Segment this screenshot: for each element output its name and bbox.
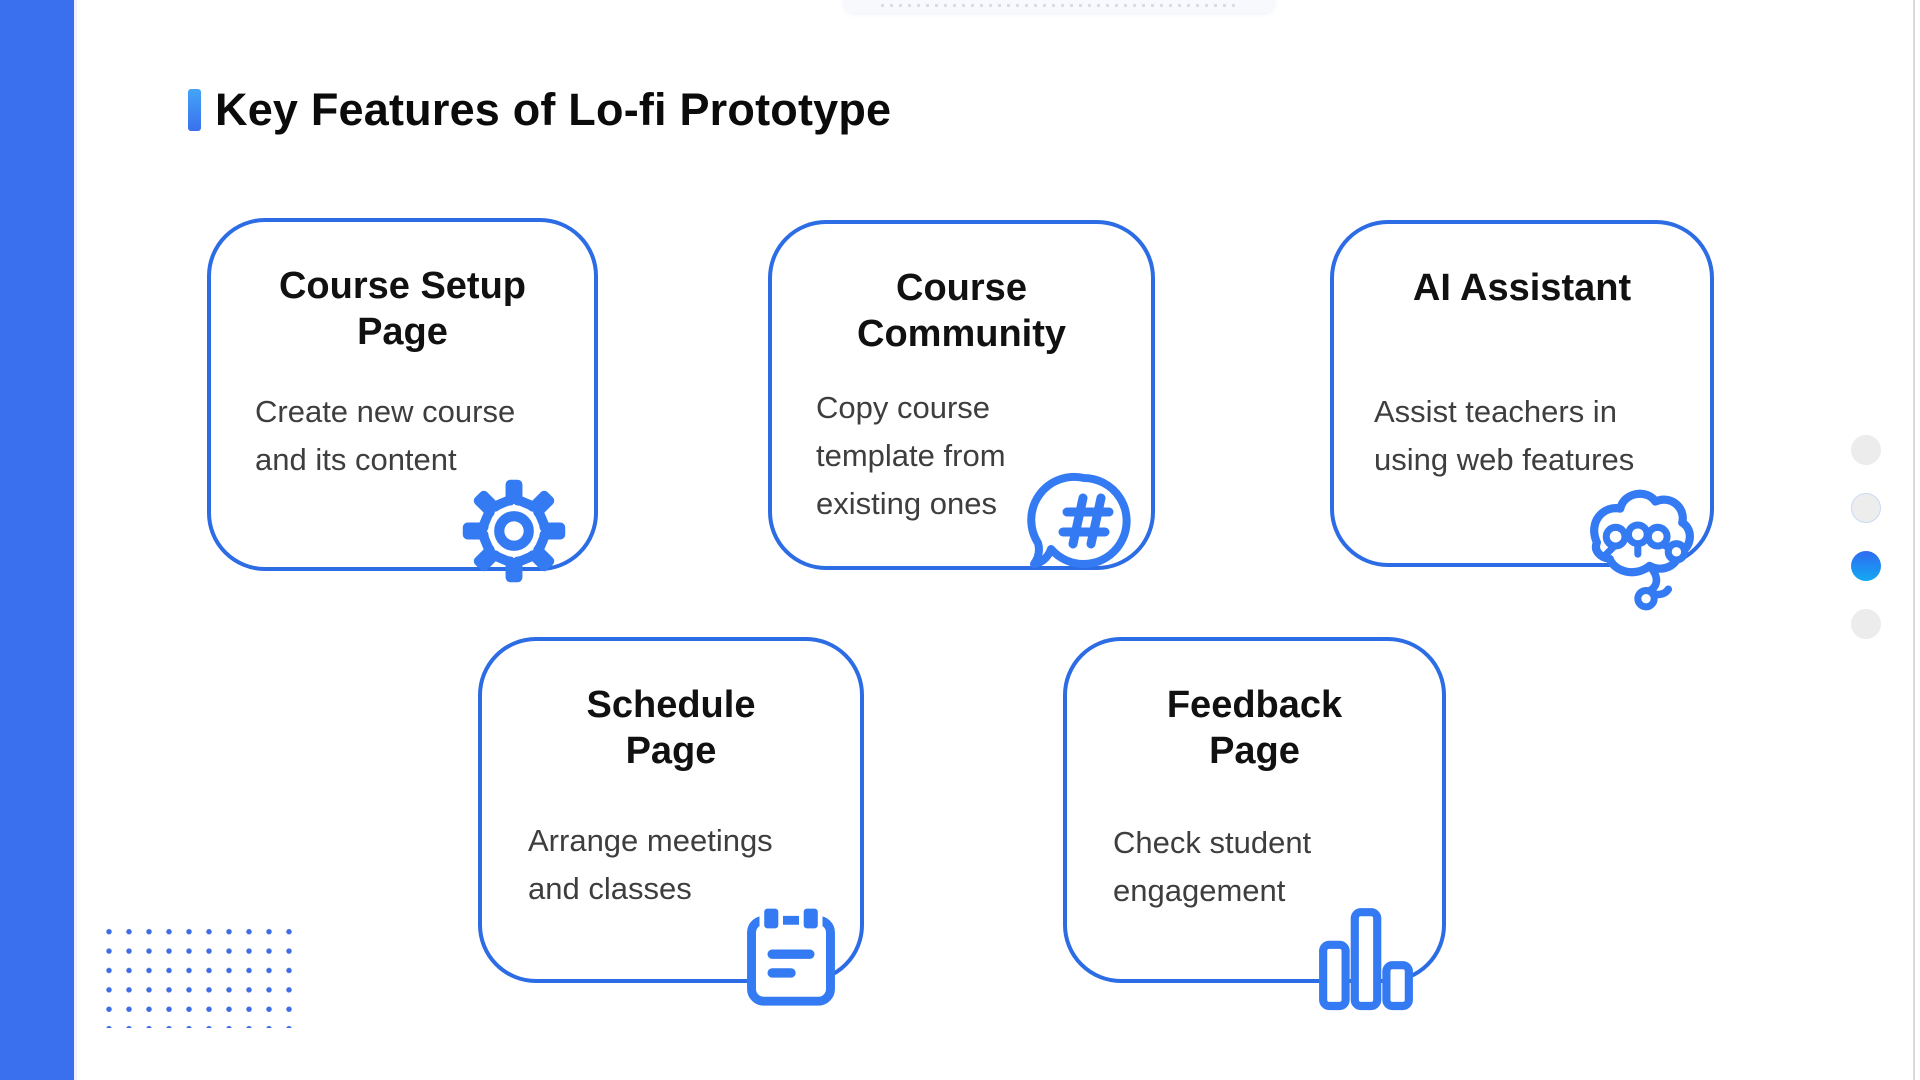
card-description: Assist teachers in using web features <box>1374 394 1635 478</box>
card-description: Create new course and its content <box>255 394 516 478</box>
card-description: Arrange meetings and classes <box>528 823 773 907</box>
pagination-dot-3[interactable] <box>1851 551 1881 581</box>
calendar-icon <box>744 903 838 1009</box>
card-title: Course Setup Page <box>278 265 527 353</box>
card-description: Check student engagement <box>1113 825 1312 909</box>
pagination-dot-4[interactable] <box>1851 609 1881 639</box>
dot-grid-decoration <box>93 916 293 1028</box>
card-title: Schedule Page <box>586 684 756 772</box>
card-course-community: Course Community Copy course template fr… <box>768 220 1155 570</box>
card-feedback-page: Feedback Page Check student engagement <box>1063 637 1446 1011</box>
slide-pagination <box>1851 435 1881 639</box>
card-schedule-page: Schedule Page Arrange meetings and class… <box>478 637 864 1006</box>
hashtag-bubble-icon <box>1027 470 1137 588</box>
title-accent-bar <box>188 89 201 131</box>
card-title: AI Assistant <box>1412 267 1632 309</box>
right-edge-line <box>1913 0 1915 1080</box>
sidebar-divider <box>74 0 77 1080</box>
pagination-dot-2[interactable] <box>1851 493 1881 523</box>
page-heading: Key Features of Lo-fi Prototype <box>188 84 891 136</box>
card-description: Copy course template from existing ones <box>816 390 1006 522</box>
page-title: Key Features of Lo-fi Prototype <box>215 84 892 135</box>
card-title: Feedback Page <box>1166 684 1343 772</box>
pagination-dot-1[interactable] <box>1851 435 1881 465</box>
card-ai-assistant: AI Assistant Assist teachers in using we… <box>1330 220 1714 611</box>
card-title: Course Community <box>857 267 1066 355</box>
bar-chart-icon <box>1314 904 1418 1011</box>
sidebar-accent-bar <box>0 0 74 1080</box>
gear-icon <box>456 472 572 590</box>
brain-icon <box>1572 470 1706 611</box>
collapsed-toolbar[interactable] <box>843 0 1275 13</box>
card-course-setup-page: Course Setup Page Create new course and … <box>207 218 598 583</box>
